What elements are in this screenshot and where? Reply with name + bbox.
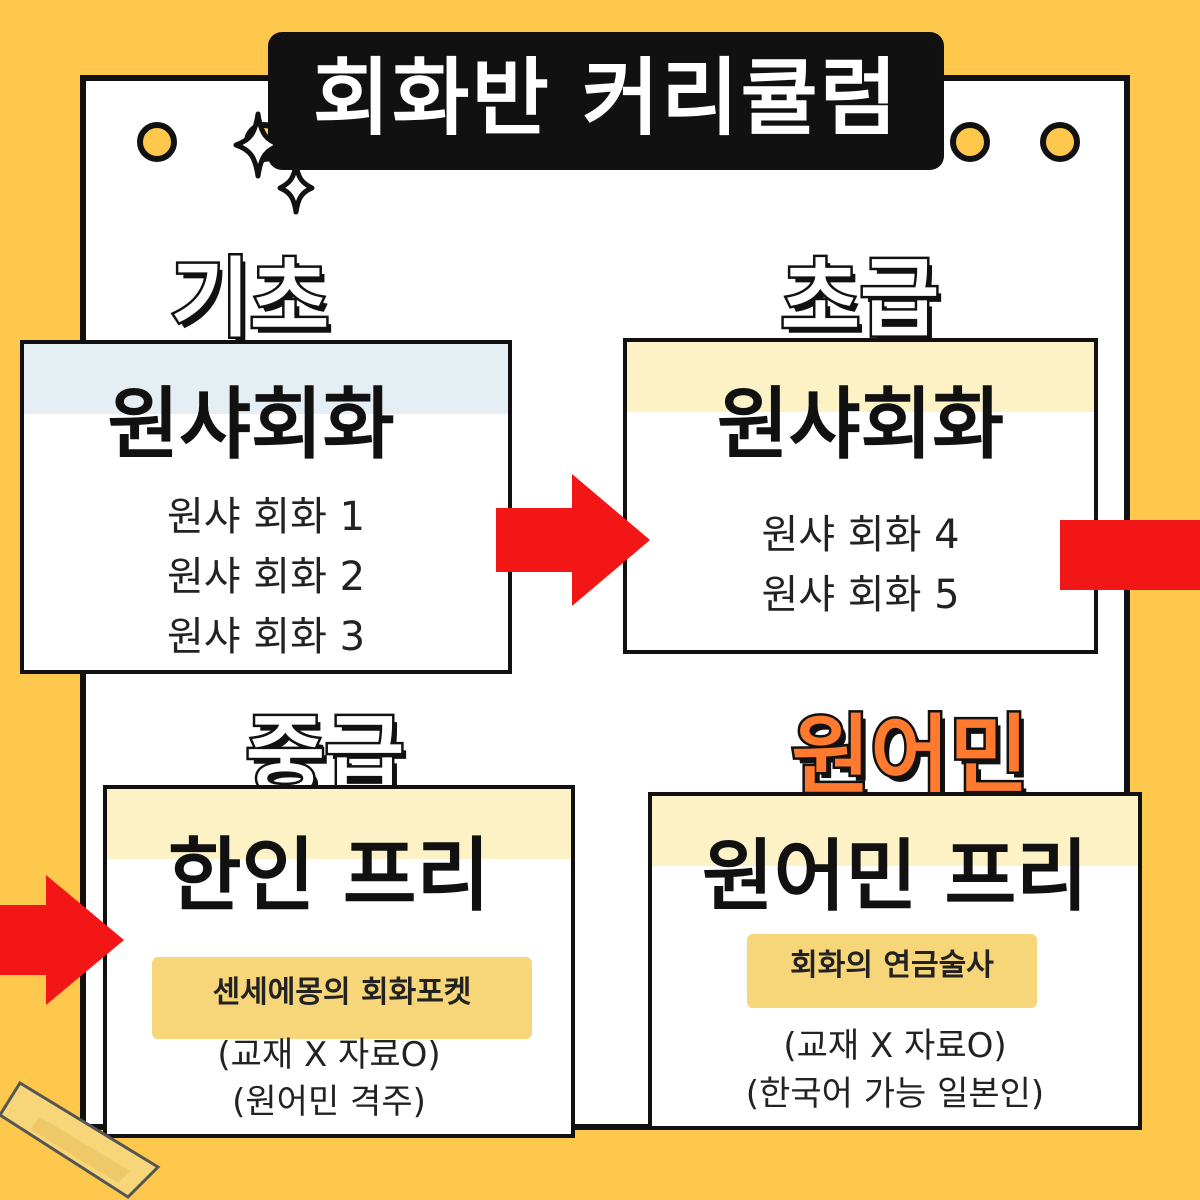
card-intermediate: 한인 프리 센세에몽의 회화포켓 (교재 X 자료O) (원어민 격주) <box>103 785 575 1138</box>
card-title: 원어민 프리 <box>702 832 1088 922</box>
card-band <box>652 796 1138 866</box>
card-title: 원샤회화 <box>716 380 1005 470</box>
arrow-right-icon <box>0 875 124 1005</box>
card-basic: 원샤회화 원샤 회화 1 원샤 회화 2 원샤 회화 3 <box>20 340 512 674</box>
arrow-right-icon <box>496 474 650 606</box>
card-band <box>24 344 508 414</box>
binder-ring <box>950 122 990 162</box>
card-band <box>107 789 571 859</box>
card-native: 원어민 프리 회화의 연금술사 (교재 X 자료O) (한국어 가능 일본인) <box>648 792 1142 1130</box>
arrow-right-icon <box>1060 520 1200 590</box>
tape-decoration <box>0 1080 161 1199</box>
level-label-native: 원어민 <box>789 704 1031 809</box>
level-label-basic: 기초 <box>168 247 331 352</box>
list-item: 원샤 회화 4 <box>761 512 960 558</box>
list-item: 원샤 회화 2 <box>166 554 366 600</box>
teacher-tag: 센세에몽의 회화포켓 <box>152 957 532 1039</box>
binder-ring <box>1040 122 1080 162</box>
note-text: (교재 X 자료O) <box>217 1035 441 1075</box>
list-item: 원샤 회화 5 <box>761 572 960 618</box>
page-title: 회화반 커리큘럼 <box>312 49 900 147</box>
title-banner <box>268 32 944 170</box>
sparkle-icon <box>277 161 315 215</box>
note-text: (한국어 가능 일본인) <box>745 1074 1045 1114</box>
list-item: 원샤 회화 1 <box>166 494 366 540</box>
card-beginner: 원샤회화 원샤 회화 4 원샤 회화 5 <box>623 338 1098 654</box>
teacher-tag: 회화의 연금술사 <box>747 934 1037 1008</box>
level-label-beginner: 초급 <box>778 247 941 352</box>
card-band <box>627 342 1094 412</box>
list-item: 원샤 회화 3 <box>166 614 366 660</box>
card-title: 원샤회화 <box>107 380 395 470</box>
card-title: 한인 프리 <box>167 829 491 922</box>
note-text: (원어민 격주) <box>232 1082 426 1122</box>
note-text: (교재 X 자료O) <box>783 1026 1007 1066</box>
sparkle-icon <box>233 111 283 179</box>
binder-ring <box>137 122 177 162</box>
